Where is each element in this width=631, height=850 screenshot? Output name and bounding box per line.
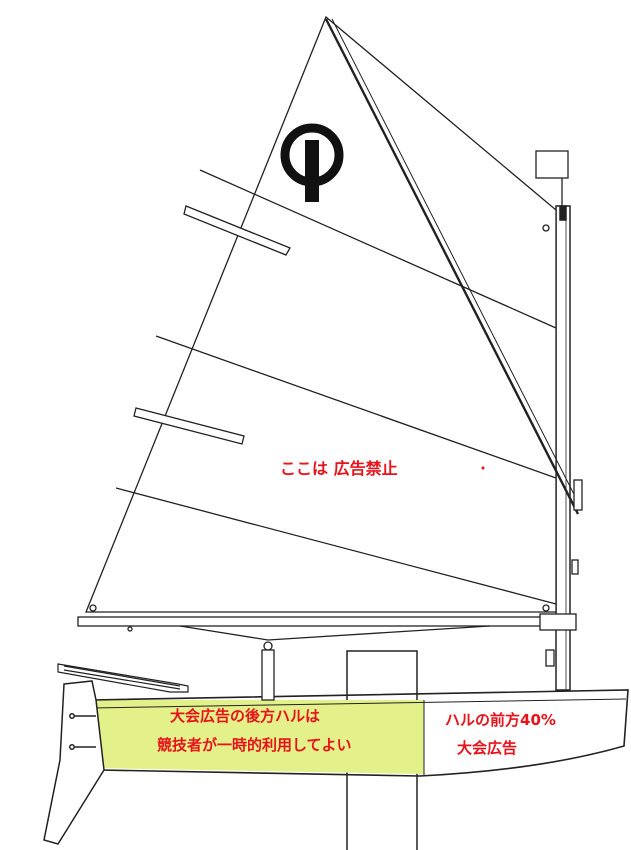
aft-hull-label-line1: 大会広告の後方ハルは [170,707,321,725]
hull [91,689,629,777]
aft-hull-highlight [96,700,424,774]
rudder [43,680,105,845]
boom [77,613,577,701]
tiller [57,663,189,693]
optimist-class-logo-icon [280,123,344,202]
sail-mark [481,466,485,470]
aft-hull-label-line2: 競技者が一時的利用してよい [157,736,352,754]
fore-hull-label-line1: ハルの前方40% [445,711,556,729]
fore-hull-label-line2: 大会広告 [457,739,518,757]
burgee-flag [535,150,569,206]
sail-no-ads-label: ここは 広告禁止 [280,459,398,478]
sail [85,15,583,613]
